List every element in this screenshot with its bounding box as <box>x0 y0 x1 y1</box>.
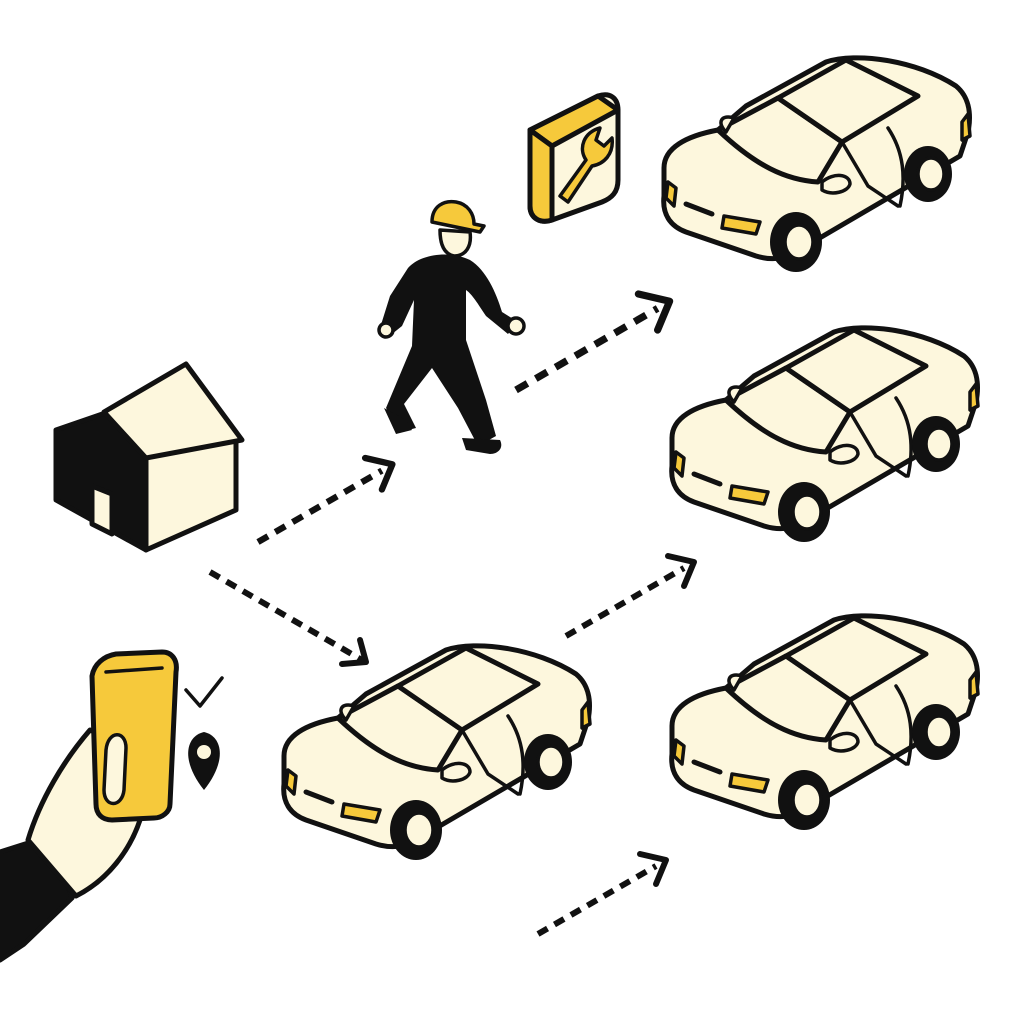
house-icon <box>53 361 245 553</box>
car-icon-middle-right <box>672 328 978 542</box>
location-pin-icon <box>188 732 220 790</box>
car-icon-bottom-center <box>284 646 590 860</box>
car-icon-top-right <box>664 58 970 272</box>
smartphone-icon <box>0 649 179 963</box>
technician-icon <box>377 199 526 454</box>
wrench-icon <box>527 92 621 224</box>
arrow-to-middle-car <box>566 556 694 636</box>
checkmark-icon <box>184 676 224 708</box>
arrow-house-to-car <box>208 569 369 667</box>
car-icon-bottom-right <box>672 616 978 830</box>
arrow-technician-to-car <box>516 294 670 390</box>
arrow-to-bottom-right-car <box>538 854 666 934</box>
arrow-house-to-technician <box>258 458 392 542</box>
